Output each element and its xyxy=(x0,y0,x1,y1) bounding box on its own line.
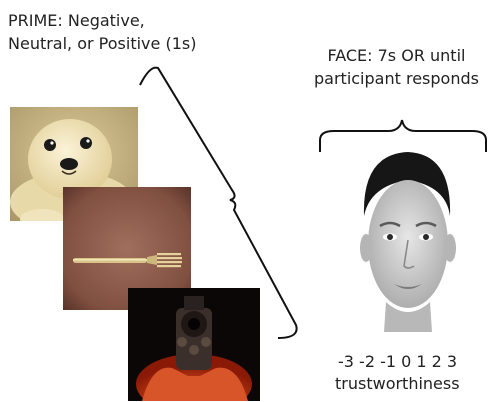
face-brace xyxy=(320,120,486,152)
prime-brace xyxy=(140,68,297,338)
